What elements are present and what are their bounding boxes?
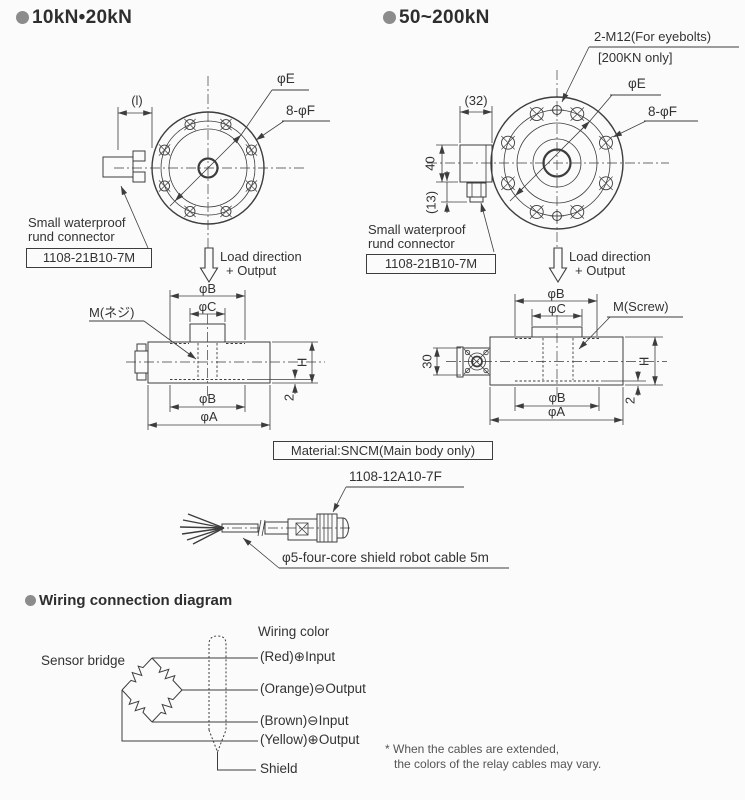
bolt-holes-label-right: 8-φF [648, 104, 677, 120]
dim-connector-width-left: (l) [117, 94, 157, 109]
connector-note-line2-left: rund connector [28, 230, 115, 245]
connector-note-line2-right: rund connector [368, 237, 455, 252]
wire-label-brown: (Brown)⊖Input [260, 713, 349, 729]
section-bullet-icon [16, 11, 29, 24]
screw-label-left: M(ネジ) [89, 306, 135, 321]
dim-connector-size-right: 30 [421, 353, 436, 369]
dim-lip-right: 2 [624, 394, 639, 406]
pcd-label-right: φE [628, 76, 646, 92]
wiring-section-title: Wiring connection diagram [25, 592, 232, 609]
section-bullet-icon [25, 595, 36, 606]
section-title-left: 10kN•20kN [16, 7, 132, 29]
cable-description: φ5-four-core shield robot cable 5m [282, 550, 489, 566]
section-title-right: 50~200kN [383, 7, 490, 29]
section-title-left-text: 10kN•20kN [32, 7, 132, 28]
connector-model-box-right: 1108-21B10-7M [366, 254, 496, 274]
dim-phi-a-left: φA [148, 410, 270, 425]
dim-connector-height-right: (13) [425, 188, 440, 216]
dim-block-width-right: (32) [458, 94, 494, 109]
dim-phi-c-right: φC [532, 302, 582, 317]
load-direction-line2-left: + Output [226, 264, 276, 279]
footnote-line2: the colors of the relay cables may vary. [394, 758, 601, 772]
dim-phi-a-right: φA [490, 405, 623, 420]
shield-label: Shield [260, 761, 298, 777]
pcd-label-left: φE [277, 71, 295, 87]
wiring-color-title: Wiring color [258, 624, 329, 640]
bolt-holes-label-left: 8-φF [286, 103, 315, 119]
sensor-bridge-label: Sensor bridge [41, 653, 125, 669]
screw-label-right: M(Screw) [613, 300, 669, 315]
dim-phi-b-top-left: φB [170, 282, 245, 297]
wiring-diagram-drawing [122, 636, 258, 770]
eyebolt-label: 2-M12(For eyebolts) [594, 30, 711, 45]
dim-phi-b-bottom-left: φB [170, 392, 245, 407]
material-note-box: Material:SNCM(Main body only) [273, 441, 493, 460]
dim-lip-left: 2 [283, 391, 298, 403]
wiring-section-title-text: Wiring connection diagram [39, 592, 232, 609]
footnote-line1: * When the cables are extended, [385, 743, 559, 757]
section-title-right-text: 50~200kN [399, 7, 490, 28]
dim-height-left: H [296, 354, 311, 370]
wire-label-red: (Red)⊕Input [260, 649, 335, 665]
flange-front-view-50-200kn [427, 47, 739, 252]
wire-label-yellow: (Yellow)⊕Output [260, 732, 359, 748]
wire-label-orange: (Orange)⊖Output [260, 681, 366, 697]
load-direction-line2-right: + Output [575, 264, 625, 279]
connector-model-box-left: 1108-21B10-7M [26, 248, 152, 268]
dim-phi-b-top-right: φB [515, 287, 597, 302]
cable-connector-model: 1108-12A10-7F [349, 469, 442, 485]
dim-height-right: H [638, 353, 653, 369]
dim-block-height-right: 40 [424, 155, 439, 171]
dim-phi-c-left: φC [190, 300, 225, 315]
section-bullet-icon [383, 11, 396, 24]
eyebolt-note: [200KN only] [598, 51, 672, 66]
